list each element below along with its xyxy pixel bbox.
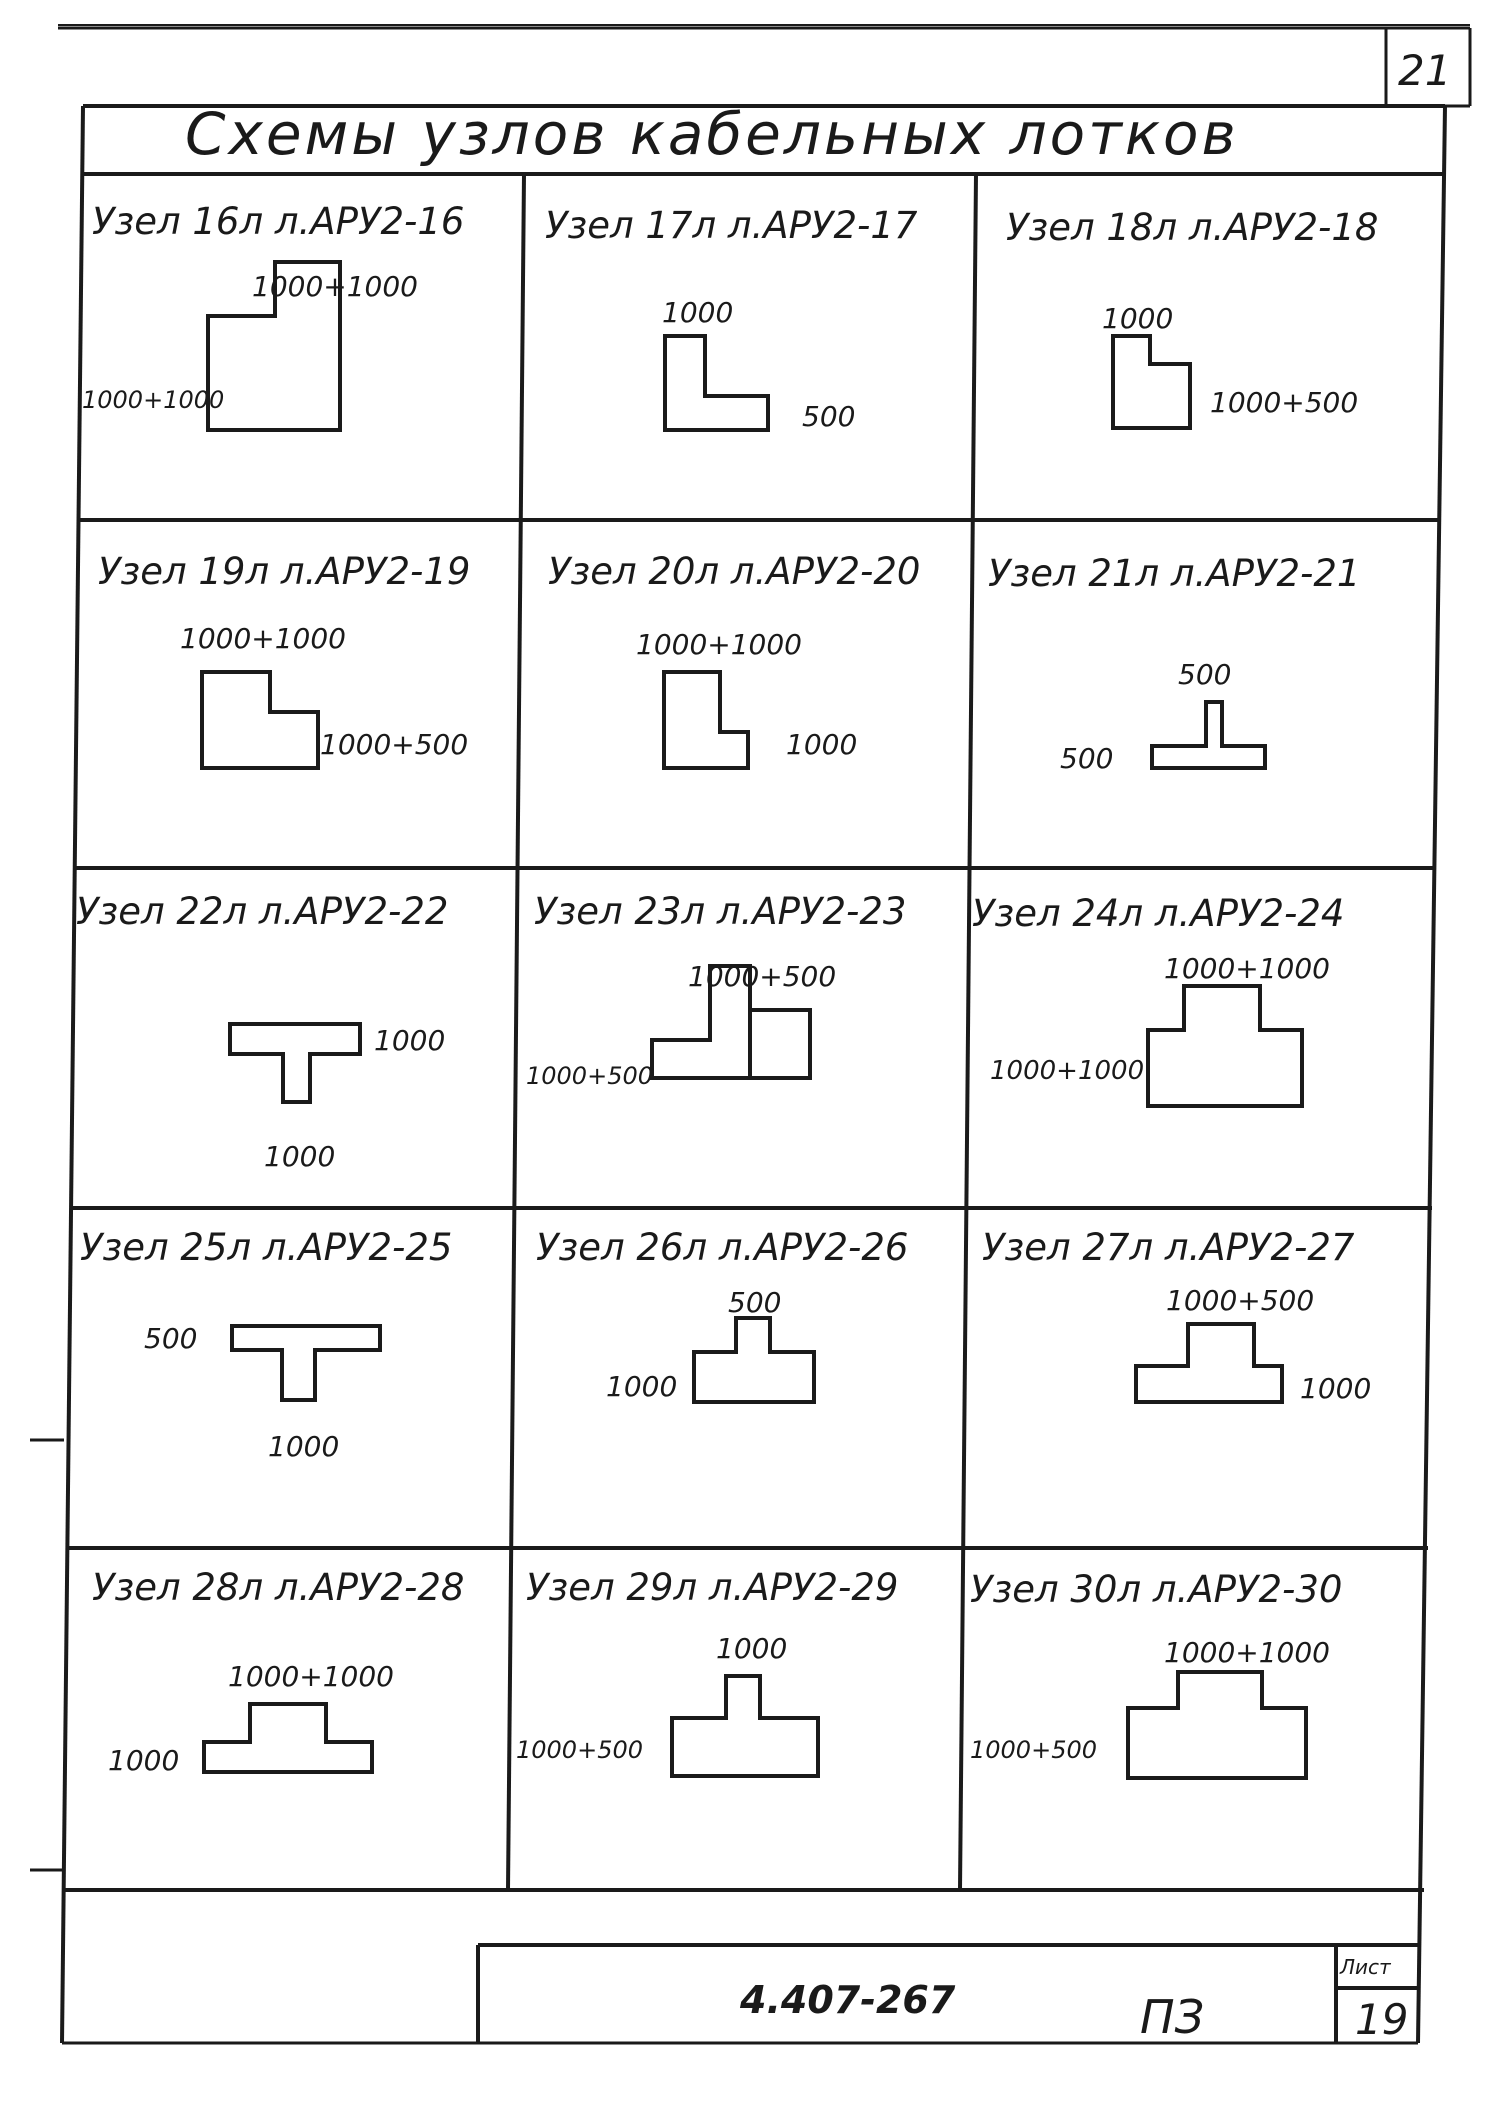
node-16-dim-top: 1000+1000 bbox=[252, 270, 418, 303]
node-16-dim-left: 1000+1000 bbox=[82, 386, 225, 414]
page-number: 21 bbox=[1398, 46, 1452, 95]
node-29-dim-top: 1000 bbox=[716, 1632, 788, 1665]
stamp-sheet-label: Лист bbox=[1340, 1955, 1391, 1979]
stamp-code: 4.407-267 bbox=[740, 1978, 956, 2022]
node-27-dim-top: 1000+500 bbox=[1166, 1284, 1315, 1317]
node-28-dim-top: 1000+1000 bbox=[228, 1660, 394, 1693]
node-17-title: Узел 17л л.АРУ2-17 bbox=[545, 204, 918, 247]
node-22-dim-bottom: 1000 bbox=[264, 1140, 336, 1173]
node-18-title: Узел 18л л.АРУ2-18 bbox=[1006, 206, 1379, 249]
node-23-dim-left: 1000+500 bbox=[526, 1062, 653, 1090]
node-21-title: Узел 21л л.АРУ2-21 bbox=[988, 552, 1361, 595]
node-30-dim-left: 1000+500 bbox=[970, 1736, 1097, 1764]
node-19-dim-right: 1000+500 bbox=[320, 728, 469, 761]
node-23-dim-top: 1000+500 bbox=[688, 960, 837, 993]
node-26-dim-top: 500 bbox=[728, 1286, 782, 1319]
node-19-title: Узел 19л л.АРУ2-19 bbox=[98, 550, 471, 593]
node-20-dim-top: 1000+1000 bbox=[636, 628, 802, 661]
node-29-title: Узел 29л л.АРУ2-29 bbox=[526, 1566, 899, 1609]
node-30-title: Узел 30л л.АРУ2-30 bbox=[970, 1568, 1343, 1611]
node-20-dim-right: 1000 bbox=[786, 728, 858, 761]
sheet-title: Схемы узлов кабельных лотков bbox=[185, 100, 1239, 168]
node-17-dim-top: 1000 bbox=[662, 296, 734, 329]
node-26-title: Узел 26л л.АРУ2-26 bbox=[536, 1226, 909, 1269]
node-24-title: Узел 24л л.АРУ2-24 bbox=[972, 892, 1345, 935]
node-27-title: Узел 27л л.АРУ2-27 bbox=[982, 1226, 1355, 1269]
node-20-title: Узел 20л л.АРУ2-20 bbox=[548, 550, 921, 593]
node-19-dim-top: 1000+1000 bbox=[180, 622, 346, 655]
node-24-dim-left: 1000+1000 bbox=[990, 1056, 1145, 1086]
node-25-title: Узел 25л л.АРУ2-25 bbox=[80, 1226, 453, 1269]
node-26-dim-left: 1000 bbox=[606, 1370, 678, 1403]
node-25-dim-bottom: 1000 bbox=[268, 1430, 340, 1463]
node-28-title: Узел 28л л.АРУ2-28 bbox=[92, 1566, 465, 1609]
node-21-dim-top: 500 bbox=[1178, 658, 1232, 691]
node-18-dim-top: 1000 bbox=[1102, 302, 1174, 335]
node-24-dim-top: 1000+1000 bbox=[1164, 952, 1330, 985]
node-23-title: Узел 23л л.АРУ2-23 bbox=[534, 890, 907, 933]
node-30-dim-top: 1000+1000 bbox=[1164, 1636, 1330, 1669]
node-18-dim-right: 1000+500 bbox=[1210, 386, 1359, 419]
stamp-sheet-number: 19 bbox=[1355, 1995, 1409, 2044]
node-16-title: Узел 16л л.АРУ2-16 bbox=[92, 200, 465, 243]
node-29-dim-left: 1000+500 bbox=[516, 1736, 643, 1764]
node-17-dim-right: 500 bbox=[802, 400, 856, 433]
node-16-shape bbox=[206, 260, 342, 432]
node-22-title: Узел 22л л.АРУ2-22 bbox=[76, 890, 449, 933]
node-28-dim-left: 1000 bbox=[108, 1744, 180, 1777]
stamp-document: ПЗ bbox=[1140, 1990, 1205, 2044]
node-21-dim-left: 500 bbox=[1060, 742, 1114, 775]
node-25-dim-left: 500 bbox=[144, 1322, 198, 1355]
node-22-dim-right: 1000 bbox=[374, 1024, 446, 1057]
node-27-dim-right: 1000 bbox=[1300, 1372, 1372, 1405]
